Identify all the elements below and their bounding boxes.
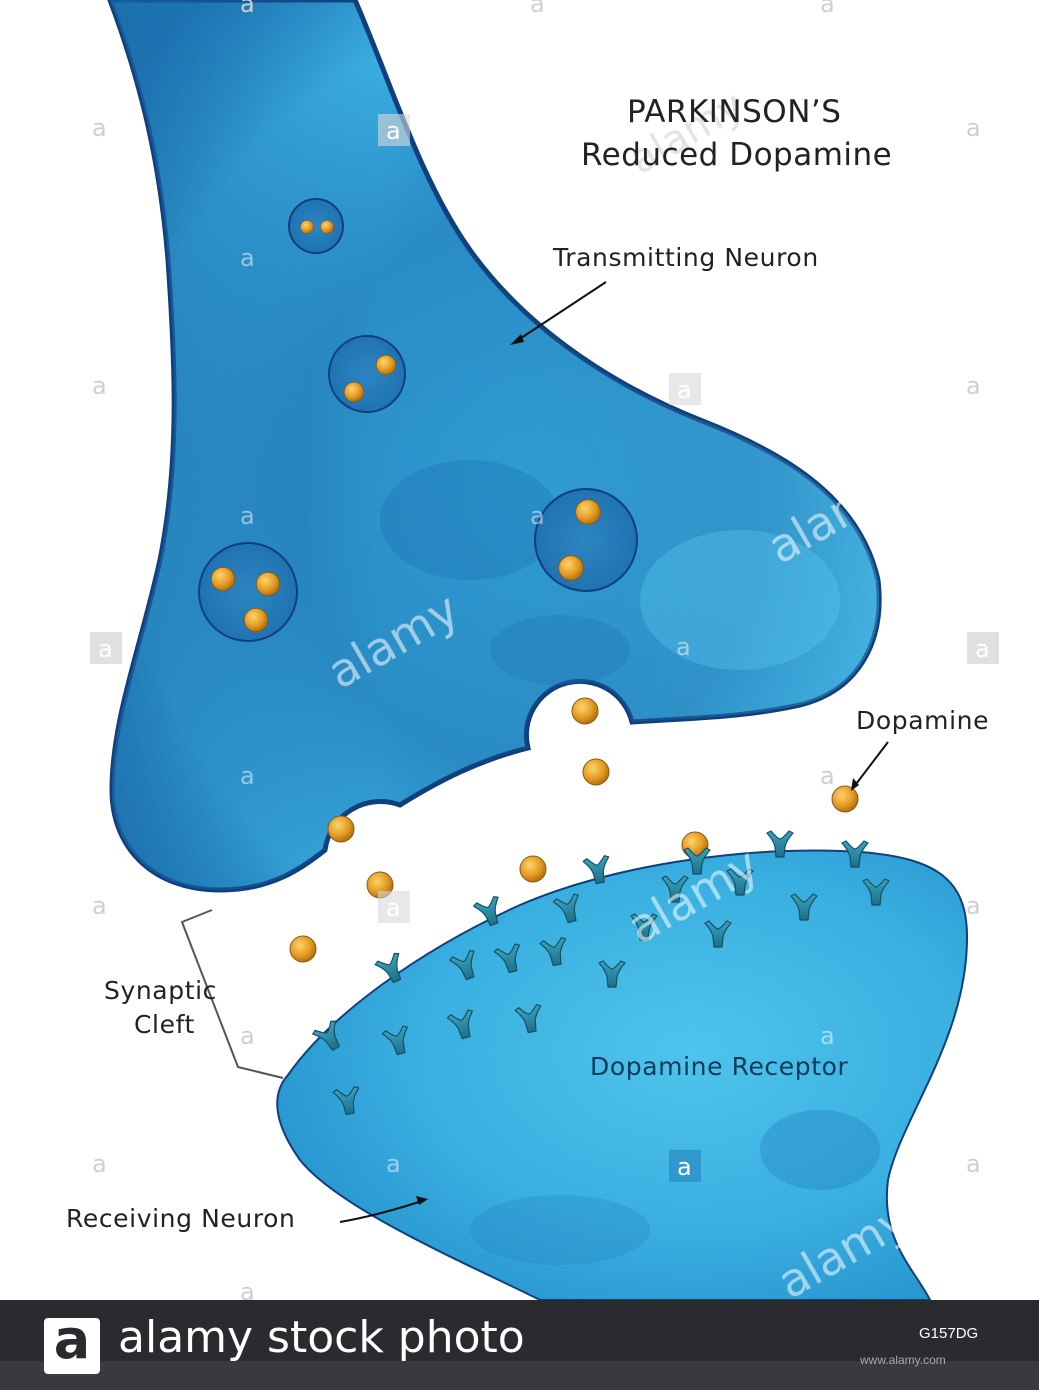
synaptic-cleft-bracket bbox=[180, 909, 284, 1079]
label-transmitting-neuron: Transmitting Neuron bbox=[553, 243, 819, 272]
svg-text:a: a bbox=[966, 1150, 981, 1178]
svg-text:a: a bbox=[240, 1278, 255, 1306]
svg-text:a: a bbox=[240, 1022, 255, 1050]
label-synaptic: Synaptic bbox=[104, 976, 217, 1005]
title-line-2: Reduced Dopamine bbox=[581, 137, 893, 173]
svg-text:a: a bbox=[92, 892, 107, 920]
svg-text:a: a bbox=[386, 894, 401, 922]
svg-text:a: a bbox=[966, 892, 981, 920]
footer-stripe bbox=[0, 1361, 1039, 1390]
vesicle bbox=[288, 198, 344, 254]
alamy-logo-icon bbox=[44, 1318, 100, 1374]
watermark: a a a a a a a a a a a a a a a a a a a a … bbox=[92, 0, 981, 1306]
svg-text:a: a bbox=[530, 502, 545, 530]
svg-text:a: a bbox=[240, 0, 255, 18]
footer-image-id: G157DG bbox=[919, 1325, 979, 1342]
svg-text:a: a bbox=[530, 0, 545, 18]
svg-text:a: a bbox=[966, 372, 981, 400]
svg-text:a: a bbox=[975, 635, 990, 663]
footer-url: www.alamy.com bbox=[860, 1353, 946, 1367]
vesicle bbox=[198, 542, 298, 642]
svg-text:a: a bbox=[820, 1022, 835, 1050]
label-dopamine: Dopamine bbox=[856, 706, 990, 735]
svg-text:a: a bbox=[240, 244, 255, 272]
svg-text:a: a bbox=[98, 635, 113, 663]
footer-brand: alamy stock photo bbox=[118, 1312, 525, 1363]
title-line-1: PARKINSON’S bbox=[627, 94, 842, 130]
label-dopamine-receptor: Dopamine Receptor bbox=[590, 1052, 849, 1081]
svg-text:a: a bbox=[966, 114, 981, 142]
leader-lines bbox=[339, 281, 889, 1223]
vesicle bbox=[328, 335, 406, 413]
svg-text:a: a bbox=[240, 762, 255, 790]
svg-text:a: a bbox=[820, 0, 835, 18]
receiving-neuron bbox=[276, 849, 969, 1301]
svg-text:a: a bbox=[676, 633, 691, 661]
label-cleft: Cleft bbox=[134, 1010, 195, 1039]
watermark-box bbox=[90, 114, 999, 1182]
svg-text:a: a bbox=[386, 117, 401, 145]
svg-text:a: a bbox=[386, 1150, 401, 1178]
svg-text:a: a bbox=[92, 372, 107, 400]
svg-text:a: a bbox=[240, 502, 255, 530]
svg-text:a: a bbox=[677, 1153, 692, 1181]
svg-text:a: a bbox=[92, 1150, 107, 1178]
svg-text:a: a bbox=[820, 762, 835, 790]
vesicle bbox=[534, 488, 638, 592]
alamy-logo-letter: a bbox=[53, 1308, 91, 1371]
svg-text:a: a bbox=[677, 376, 692, 404]
label-receiving-neuron: Receiving Neuron bbox=[66, 1204, 296, 1233]
svg-text:a: a bbox=[92, 114, 107, 142]
